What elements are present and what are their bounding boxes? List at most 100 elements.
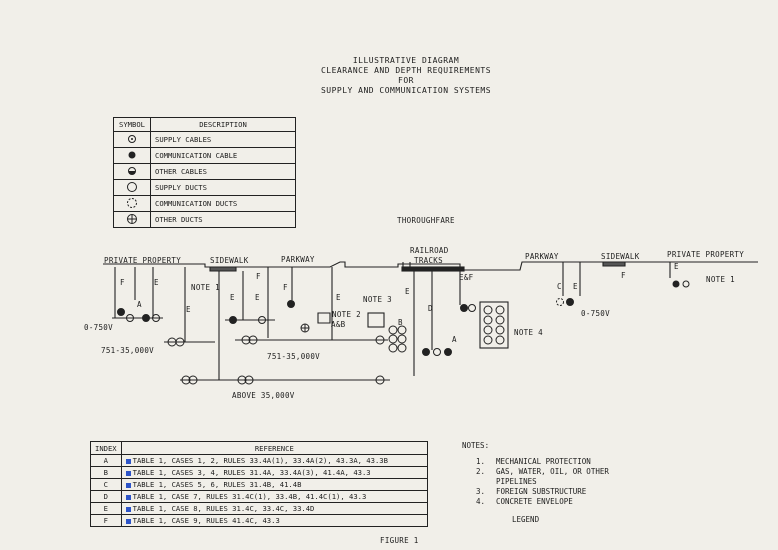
title-line-1: ILLUSTRATIVE DIAGRAM — [352, 56, 460, 65]
reference-text: TABLE 1, CASES 3, 4, RULES 31.4A, 33.4A(… — [132, 468, 371, 477]
reference-cell: TABLE 1, CASE 7, RULES 31.4C(1), 33.4B, … — [120, 490, 429, 503]
cable-symbols — [117, 280, 690, 385]
dim-letter-e: E — [230, 293, 235, 302]
bullet-icon — [125, 470, 131, 476]
bullet-icon — [125, 494, 131, 500]
dim-letter-f: F — [621, 271, 626, 280]
duct-symbol — [495, 335, 505, 345]
dim-letter-b: B — [398, 318, 403, 327]
thoroughfare-label: THOROUGHFARE — [397, 216, 455, 225]
reference-text: TABLE 1, CASE 7, RULES 31.4C(1), 33.4B, … — [132, 492, 367, 501]
dim-letter-e: E — [336, 293, 341, 302]
reference-cell: TABLE 1, CASES 5, 6, RULES 31.4B, 41.4B — [120, 478, 429, 491]
reference-text: TABLE 1, CASES 1, 2, RULES 33.4A(1), 33.… — [132, 456, 388, 465]
reference-cell: TABLE 1, CASES 1, 2, RULES 33.4A(1), 33.… — [120, 454, 429, 467]
pipeline-box — [317, 312, 331, 324]
note-item: 3.FOREIGN SUBSTRUCTURE — [476, 487, 587, 496]
note-1-left-label: NOTE 1 — [191, 283, 220, 292]
note-2-label: NOTE 2 — [332, 310, 361, 319]
duct-symbol — [483, 315, 493, 325]
legend-row: COMMUNICATION CABLE — [113, 147, 296, 164]
reference-row: C TABLE 1, CASES 5, 6, RULES 31.4B, 41.4… — [90, 478, 429, 491]
reference-index: B — [90, 466, 122, 479]
a-and-b-label: A&B — [331, 320, 346, 329]
reference-row: D TABLE 1, CASE 7, RULES 31.4C(1), 33.4B… — [90, 490, 429, 503]
sidewalk-left-label: SIDEWALK — [210, 256, 249, 265]
reference-text: TABLE 1, CASES 5, 6, RULES 31.4B, 41.4B — [132, 480, 302, 489]
reference-index: D — [90, 490, 122, 503]
dim-letter-e: E — [186, 305, 191, 314]
note-1-right-label: NOTE 1 — [706, 275, 735, 284]
duct-symbol — [483, 335, 493, 345]
reference-row: E TABLE 1, CASE 8, RULES 31.4C, 33.4C, 3… — [90, 502, 429, 515]
concrete-envelope — [479, 301, 509, 349]
dim-letter-c: C — [557, 282, 562, 291]
note-3-label: NOTE 3 — [363, 295, 392, 304]
dim-letter-f: F — [256, 272, 261, 281]
reference-text: TABLE 1, CASE 8, RULES 31.4C, 33.4C, 33.… — [132, 504, 315, 513]
note-item: 2.GAS, WATER, OIL, OR OTHER — [476, 467, 609, 476]
reference-index: A — [90, 454, 122, 467]
duct-symbol — [495, 325, 505, 335]
reference-table: INDEX REFERENCE A TABLE 1, CASES 1, 2, R… — [90, 441, 429, 527]
note-item: 4.CONCRETE ENVELOPE — [476, 497, 573, 506]
diagram-title: ILLUSTRATIVE DIAGRAM CLEARANCE AND DEPTH… — [0, 56, 778, 96]
duct-symbol — [483, 325, 493, 335]
duct-symbol — [483, 305, 493, 315]
dim-letter-e: E — [405, 287, 410, 296]
private-property-left-label: PRIVATE PROPERTY — [104, 256, 182, 265]
notes-heading: NOTES: — [462, 441, 490, 450]
dim-letter-e: E — [154, 278, 159, 287]
legend-row: OTHER DUCTS — [113, 211, 296, 228]
duct-symbol — [495, 315, 505, 325]
voltage-0-750-right: 0-750V — [581, 309, 610, 318]
reference-cell: TABLE 1, CASE 9, RULES 41.4C, 43.3 — [120, 514, 429, 527]
voltage-751-left: 751-35,000V — [101, 346, 154, 355]
reference-row: A TABLE 1, CASES 1, 2, RULES 33.4A(1), 3… — [90, 454, 429, 467]
bullet-icon — [125, 458, 131, 464]
foreign-substructure — [367, 312, 385, 328]
title-line-4: SUPPLY AND COMMUNICATION SYSTEMS — [320, 86, 492, 95]
parkway-right-label: PARKWAY — [525, 252, 559, 261]
duct-bank-note-3 — [388, 325, 407, 353]
dim-letter-e: E — [255, 293, 260, 302]
reference-text: TABLE 1, CASE 9, RULES 41.4C, 43.3 — [132, 516, 280, 525]
note-item: PIPELINES — [496, 477, 537, 486]
reference-index: C — [90, 478, 122, 491]
title-line-2: CLEARANCE AND DEPTH REQUIREMENTS — [320, 66, 492, 75]
dim-letter-a: A — [452, 335, 457, 344]
other-cable-icon — [128, 166, 136, 175]
reference-cell: TABLE 1, CASE 8, RULES 31.4C, 33.4C, 33.… — [120, 502, 429, 515]
dim-letter-e: E — [573, 282, 578, 291]
other-duct-icon — [127, 213, 137, 224]
dim-letter-e: E — [674, 262, 679, 271]
supply-duct-icon — [127, 181, 137, 192]
bullet-icon — [125, 518, 131, 524]
dim-letter-a: A — [137, 300, 142, 309]
dim-letter-d: D — [428, 304, 433, 313]
communication-cable-icon — [128, 151, 136, 158]
dim-letter-f: F — [283, 283, 288, 292]
supply-cable-icon — [128, 134, 136, 143]
railroad-label: RAILROAD — [410, 246, 449, 255]
private-property-right-label: PRIVATE PROPERTY — [667, 250, 745, 259]
bullet-icon — [125, 506, 131, 512]
bullet-icon — [125, 482, 131, 488]
voltage-751-center: 751-35,000V — [267, 352, 320, 361]
sidewalk-right-slab — [602, 261, 626, 267]
railroad-track — [401, 266, 465, 272]
sidewalk-right-label: SIDEWALK — [601, 252, 640, 261]
voltage-above-35000: ABOVE 35,000V — [232, 391, 295, 400]
voltage-0-750-left: 0-750V — [84, 323, 113, 332]
reference-row: F TABLE 1, CASE 9, RULES 41.4C, 43.3 — [90, 514, 429, 527]
reference-cell: TABLE 1, CASES 3, 4, RULES 31.4A, 33.4A(… — [120, 466, 429, 479]
legend-label: OTHER DUCTS — [150, 211, 296, 228]
figure-caption: FIGURE 1 — [380, 536, 419, 545]
symbol-legend-table: SYMBOL DESCRIPTION SUPPLY CABLES COMMUNI… — [113, 117, 296, 228]
reference-row: B TABLE 1, CASES 3, 4, RULES 31.4A, 33.4… — [90, 466, 429, 479]
note-4-label: NOTE 4 — [514, 328, 543, 337]
reference-header-reference: REFERENCE — [120, 441, 429, 455]
notes-block: NOTES: 1.MECHANICAL PROTECTION 2.GAS, WA… — [462, 441, 609, 525]
sidewalk-left-slab — [209, 266, 237, 272]
reference-index: E — [90, 502, 122, 515]
